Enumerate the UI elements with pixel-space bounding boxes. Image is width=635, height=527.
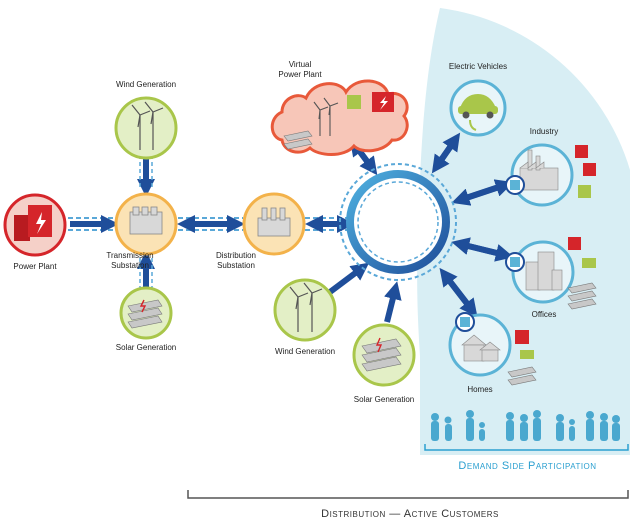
transmission-substation-icon bbox=[129, 206, 163, 235]
label-transmission-substation: Transmission Substation bbox=[106, 251, 154, 270]
solar-generation-center-node bbox=[352, 323, 416, 387]
distribution-bracket bbox=[187, 490, 629, 499]
label-homes: Homes bbox=[467, 385, 493, 394]
demand-side-participation-title: Demand Side Participation bbox=[458, 460, 597, 472]
solar-panel-icon bbox=[361, 337, 402, 372]
house-icon bbox=[461, 334, 501, 362]
demand-side-bracket bbox=[424, 444, 629, 451]
flow-arrows bbox=[70, 132, 514, 323]
wind-turbine-icon bbox=[289, 282, 323, 332]
label-power-plant: Power Plant bbox=[13, 262, 57, 271]
offices-node bbox=[505, 237, 597, 310]
label-electric-vehicles: Electric Vehicles bbox=[448, 62, 508, 71]
homes-node bbox=[448, 312, 537, 386]
label-virtual-power-plant: Virtual Power Plant bbox=[278, 60, 322, 79]
solar-generation-left-node bbox=[119, 286, 173, 340]
power-plant-icon bbox=[14, 205, 52, 241]
wind-generation-center-node bbox=[273, 278, 337, 342]
electric-vehicles-node bbox=[449, 79, 507, 137]
wind-generation-left-node bbox=[114, 96, 178, 160]
label-wind-generation-center: Wind Generation bbox=[274, 347, 336, 356]
transmission-substation-node bbox=[114, 192, 178, 256]
label-solar-generation-center: Solar Generation bbox=[353, 395, 415, 404]
label-distribution-substation: Distribution Substation bbox=[215, 251, 256, 270]
distribution-substation-icon bbox=[257, 207, 291, 237]
label-offices: Offices bbox=[531, 310, 557, 319]
distribution-active-customers-title: Distribution — Active Customers bbox=[321, 508, 499, 520]
wind-turbine-icon bbox=[131, 101, 164, 150]
label-solar-generation-left: Solar Generation bbox=[115, 343, 177, 352]
label-industry: Industry bbox=[529, 127, 559, 136]
office-building-icon bbox=[525, 251, 563, 291]
car-icon bbox=[458, 94, 498, 131]
distribution-substation-node bbox=[242, 192, 306, 256]
solar-panel-icon bbox=[127, 299, 163, 329]
virtual-power-plant-node bbox=[270, 79, 409, 156]
people-silhouettes bbox=[431, 410, 620, 441]
distribution-ring bbox=[339, 163, 457, 281]
power-plant-node bbox=[3, 193, 67, 257]
industry-node bbox=[505, 143, 596, 207]
label-wind-generation-left: Wind Generation bbox=[115, 80, 177, 89]
factory-icon bbox=[519, 149, 559, 191]
